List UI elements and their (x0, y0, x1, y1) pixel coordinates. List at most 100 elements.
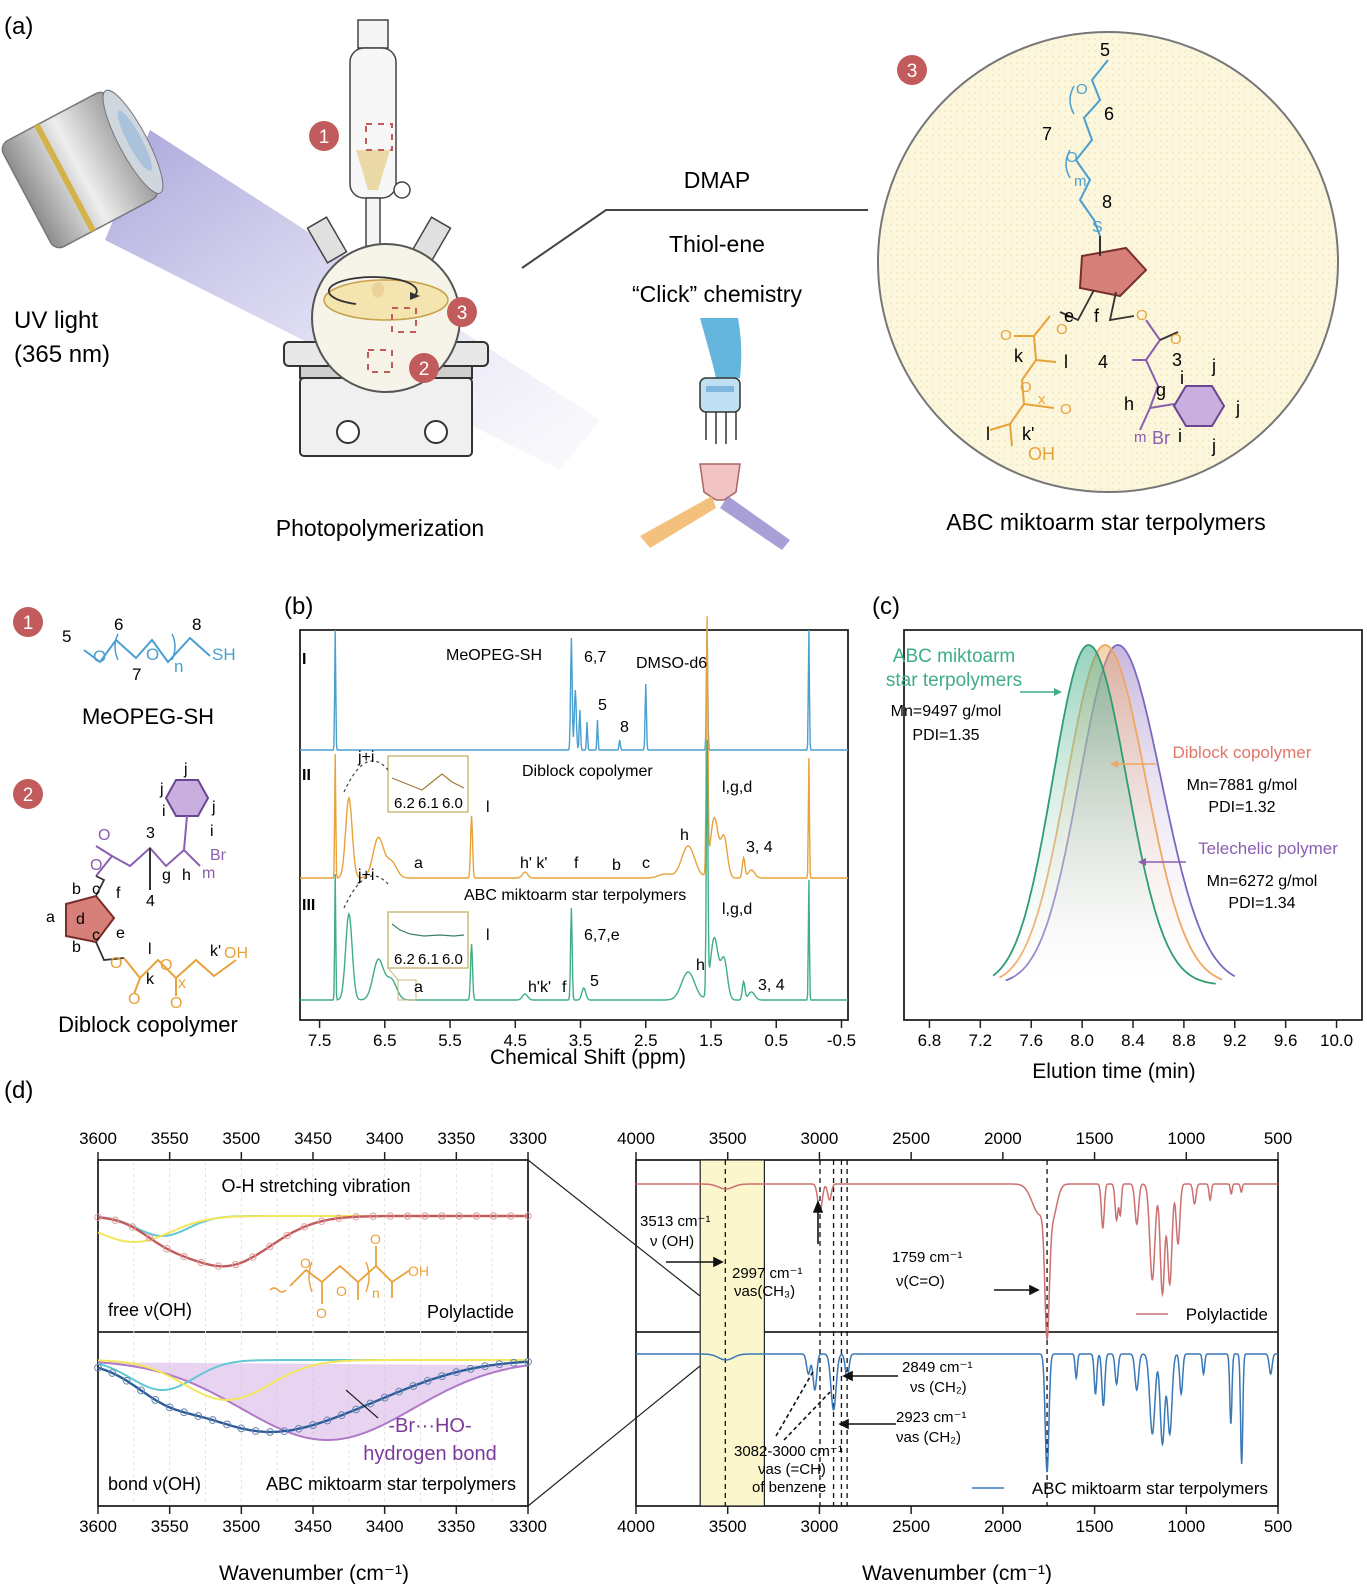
exp-point-top (249, 1253, 257, 1261)
pla-oh: OH (408, 1263, 429, 1279)
ftir-s-val: 2849 cm⁻¹ (902, 1359, 972, 1376)
ftir-right-tick-label-top: 2000 (984, 1129, 1022, 1148)
panel-label-d: (d) (4, 1077, 33, 1104)
ftir-left-top-name: Polylactide (427, 1302, 514, 1322)
exp-point-top (507, 1212, 515, 1220)
ftir-left-free: free ν(OH) (108, 1300, 192, 1320)
nmr-trace-1 (300, 629, 848, 751)
badge-3: 3 (447, 297, 477, 327)
ftir-left-top-fits (94, 1212, 532, 1270)
fit-sum-bottom (97, 1360, 529, 1434)
nmr-inset3-tick-1: 6.2 (394, 951, 415, 968)
star-terpolymer-structure (877, 31, 1339, 493)
ftir-left-tick-label-top: 3500 (222, 1129, 260, 1148)
ftir-right-tick-label-top: 3000 (801, 1129, 839, 1148)
ftir-left-hb-pointer (345, 1389, 379, 1419)
ftir-right-tick-label: 3000 (801, 1517, 839, 1536)
ftir-right-tick-label: 2500 (892, 1517, 930, 1536)
star-o-4: O (1136, 307, 1148, 324)
ftir-right-frame (635, 1159, 1279, 1507)
ftir-right-tick-label: 1500 (1076, 1517, 1114, 1536)
ftir-left-tick-label-top: 3600 (79, 1129, 117, 1148)
gpc-te-pdi: PDI=1.34 (1228, 895, 1295, 912)
ftir-oh-val: 3513 cm⁻¹ (640, 1213, 710, 1230)
exp-point-bottom (266, 1428, 274, 1436)
star-label-4: 4 (1098, 352, 1108, 372)
reaction-arrow-line (521, 209, 868, 269)
exp-point-bottom (452, 1368, 461, 1377)
nmr-t1-8: 8 (620, 719, 629, 736)
mol1-n: n (174, 657, 183, 676)
star-o-7: O (1020, 379, 1032, 396)
mol2-o-4: O (128, 991, 140, 1008)
gpc-abc-l2: star terpolymers (886, 670, 1022, 691)
gpc-abc-curve (992, 644, 1216, 985)
mol2-o-5: O (160, 957, 172, 974)
exp-point-bottom (409, 1382, 418, 1390)
mol2-o-2: O (90, 857, 102, 874)
star-label-l2: l (986, 424, 990, 444)
ftir-right-tick-label-top: 500 (1264, 1129, 1292, 1148)
setup-caption: Photopolymerization (276, 515, 484, 541)
star-m-1: m (1074, 173, 1087, 190)
exp-point-bottom (423, 1376, 432, 1385)
meopeg-structure (83, 633, 211, 664)
nmr-inset-2-trace (391, 773, 465, 791)
nmr-traces (300, 616, 848, 1001)
exp-point-bottom (352, 1405, 360, 1414)
nmr-inset2-tick-1: 6.2 (394, 795, 415, 812)
exp-point-top (266, 1242, 274, 1251)
exp-point-bottom (194, 1412, 203, 1420)
badge-star: 3 (897, 55, 927, 85)
star-o-6: O (1170, 331, 1182, 348)
nmr-t1-dmso: DMSO-d6 (636, 655, 707, 672)
exp-point-bottom (122, 1376, 131, 1385)
ftir-left-tick-label: 3600 (79, 1517, 117, 1536)
ftir-left-xlabel: Wavenumber (cm⁻¹) (219, 1562, 409, 1584)
gpc-xlabel: Elution time (min) (1032, 1060, 1195, 1083)
exp-point-top (231, 1260, 240, 1269)
panel-label-a: (a) (4, 13, 33, 40)
nmr-t3-hk: h'k' (528, 979, 551, 996)
mol1-o-1: O (93, 647, 106, 666)
nmr-t1-5: 5 (598, 697, 607, 714)
ftir-left-tick-label-top: 3400 (366, 1129, 404, 1148)
mol1-label-7: 7 (132, 665, 141, 684)
star-o-8: O (1060, 401, 1072, 418)
star-br: Br (1152, 428, 1170, 448)
nmr-tick-label: -0.5 (827, 1031, 856, 1050)
ftir-left-bot-name: ABC miktoarm star terpolymers (266, 1474, 516, 1494)
ftir-co-val: 1759 cm⁻¹ (892, 1249, 962, 1266)
ftir-left-tick-label: 3450 (294, 1517, 332, 1536)
ftir-left-tick-label-top: 3350 (437, 1129, 475, 1148)
ftir-right-tick-label-top: 2500 (892, 1129, 930, 1148)
nmr-t2-hk: h' k' (520, 855, 547, 872)
exp-point-bottom (509, 1358, 518, 1367)
nmr-frame (299, 629, 849, 1021)
ftir-right-axis: 4000400035003500300030002500250020002000… (617, 1129, 1292, 1536)
star-m-2: m (1134, 429, 1147, 446)
pla-o-2: O (316, 1305, 327, 1321)
ftir-right-tick-label-top: 4000 (617, 1129, 655, 1148)
exp-point-bottom (237, 1424, 246, 1433)
fit-hbond-bottom (97, 1361, 529, 1441)
ftir-top-name: Polylactide (1186, 1305, 1268, 1324)
nmr-inset2-tick-2: 6.1 (418, 795, 439, 812)
mol2-label-j1: j (183, 761, 188, 778)
gpc-di-name: Diblock copolymer (1173, 743, 1312, 762)
exp-point-top (369, 1212, 377, 1220)
mol2-label-x: x (178, 975, 186, 992)
ftir-bot-name: ABC miktoarm star terpolymers (1032, 1479, 1268, 1498)
ftir-left-title: O-H stretching vibration (221, 1176, 410, 1196)
round-bottom-flask-icon (306, 19, 461, 393)
exp-point-bottom (251, 1427, 260, 1435)
nmr-roman-1: I (302, 651, 306, 668)
exp-point-bottom (151, 1396, 160, 1404)
dmap-label: DMAP (684, 167, 750, 193)
mol2-br: Br (210, 847, 227, 864)
exp-point-bottom (180, 1408, 188, 1417)
nmr-inset3-tick-3: 6.0 (442, 951, 463, 968)
star-label-h: h (1124, 394, 1134, 414)
ftir-left-hb2: hydrogen bond (363, 1443, 496, 1465)
mol2-label-f: f (116, 885, 121, 902)
